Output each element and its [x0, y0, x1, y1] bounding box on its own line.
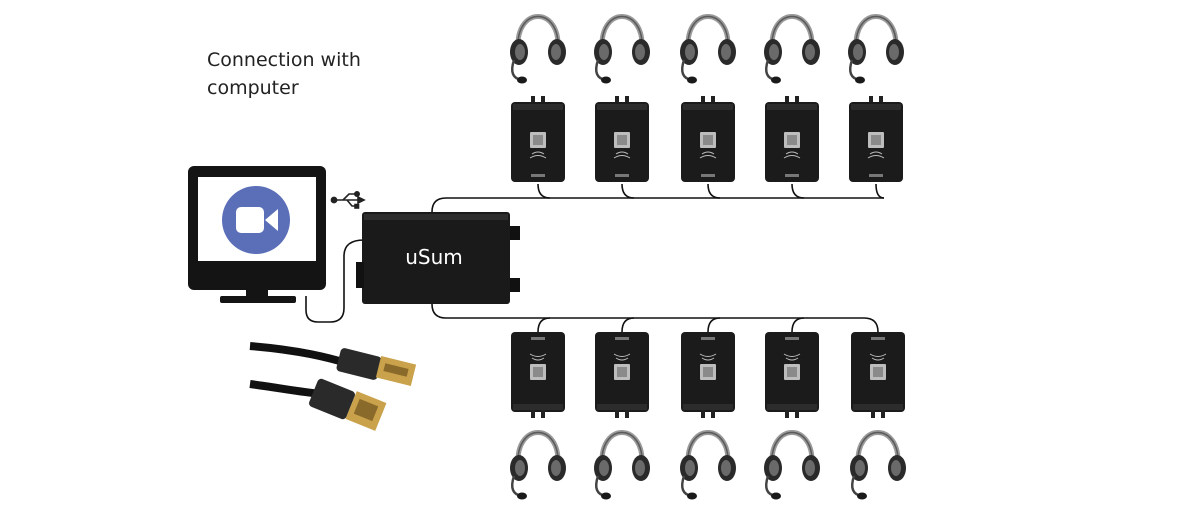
headset-icon [594, 17, 650, 84]
video-camera-icon [222, 186, 290, 254]
ubox-unit [848, 95, 904, 183]
ubox-unit [764, 95, 820, 183]
top-row [510, 17, 904, 183]
headset-icon [850, 433, 906, 500]
headset-icon [510, 17, 566, 84]
cables [305, 183, 885, 333]
headset-icon [848, 17, 904, 84]
ubox-unit [680, 95, 736, 183]
headset-icon [680, 433, 736, 500]
ubox-unit [510, 95, 566, 183]
ubox-unit [594, 95, 650, 183]
usum-hub: uSum [356, 212, 520, 304]
headset-icon [764, 17, 820, 84]
usb-cable-icon [249, 342, 417, 431]
computer-cable [305, 239, 365, 323]
top-bus-cable [431, 197, 884, 213]
headset-icon [594, 433, 650, 500]
ubox-unit [510, 331, 566, 419]
bottom-row [510, 331, 906, 500]
ubox-unit [850, 331, 906, 419]
caption: Connection with computer [207, 49, 361, 99]
headset-icon [680, 17, 736, 84]
ubox-unit [594, 331, 650, 419]
usb-icon [330, 191, 366, 209]
bottom-bus-cable [431, 303, 879, 333]
ubox-unit [764, 331, 820, 419]
ubox-unit [680, 331, 736, 419]
hub-label: uSum [405, 245, 463, 269]
headset-icon [764, 433, 820, 500]
headset-icon [510, 433, 566, 500]
